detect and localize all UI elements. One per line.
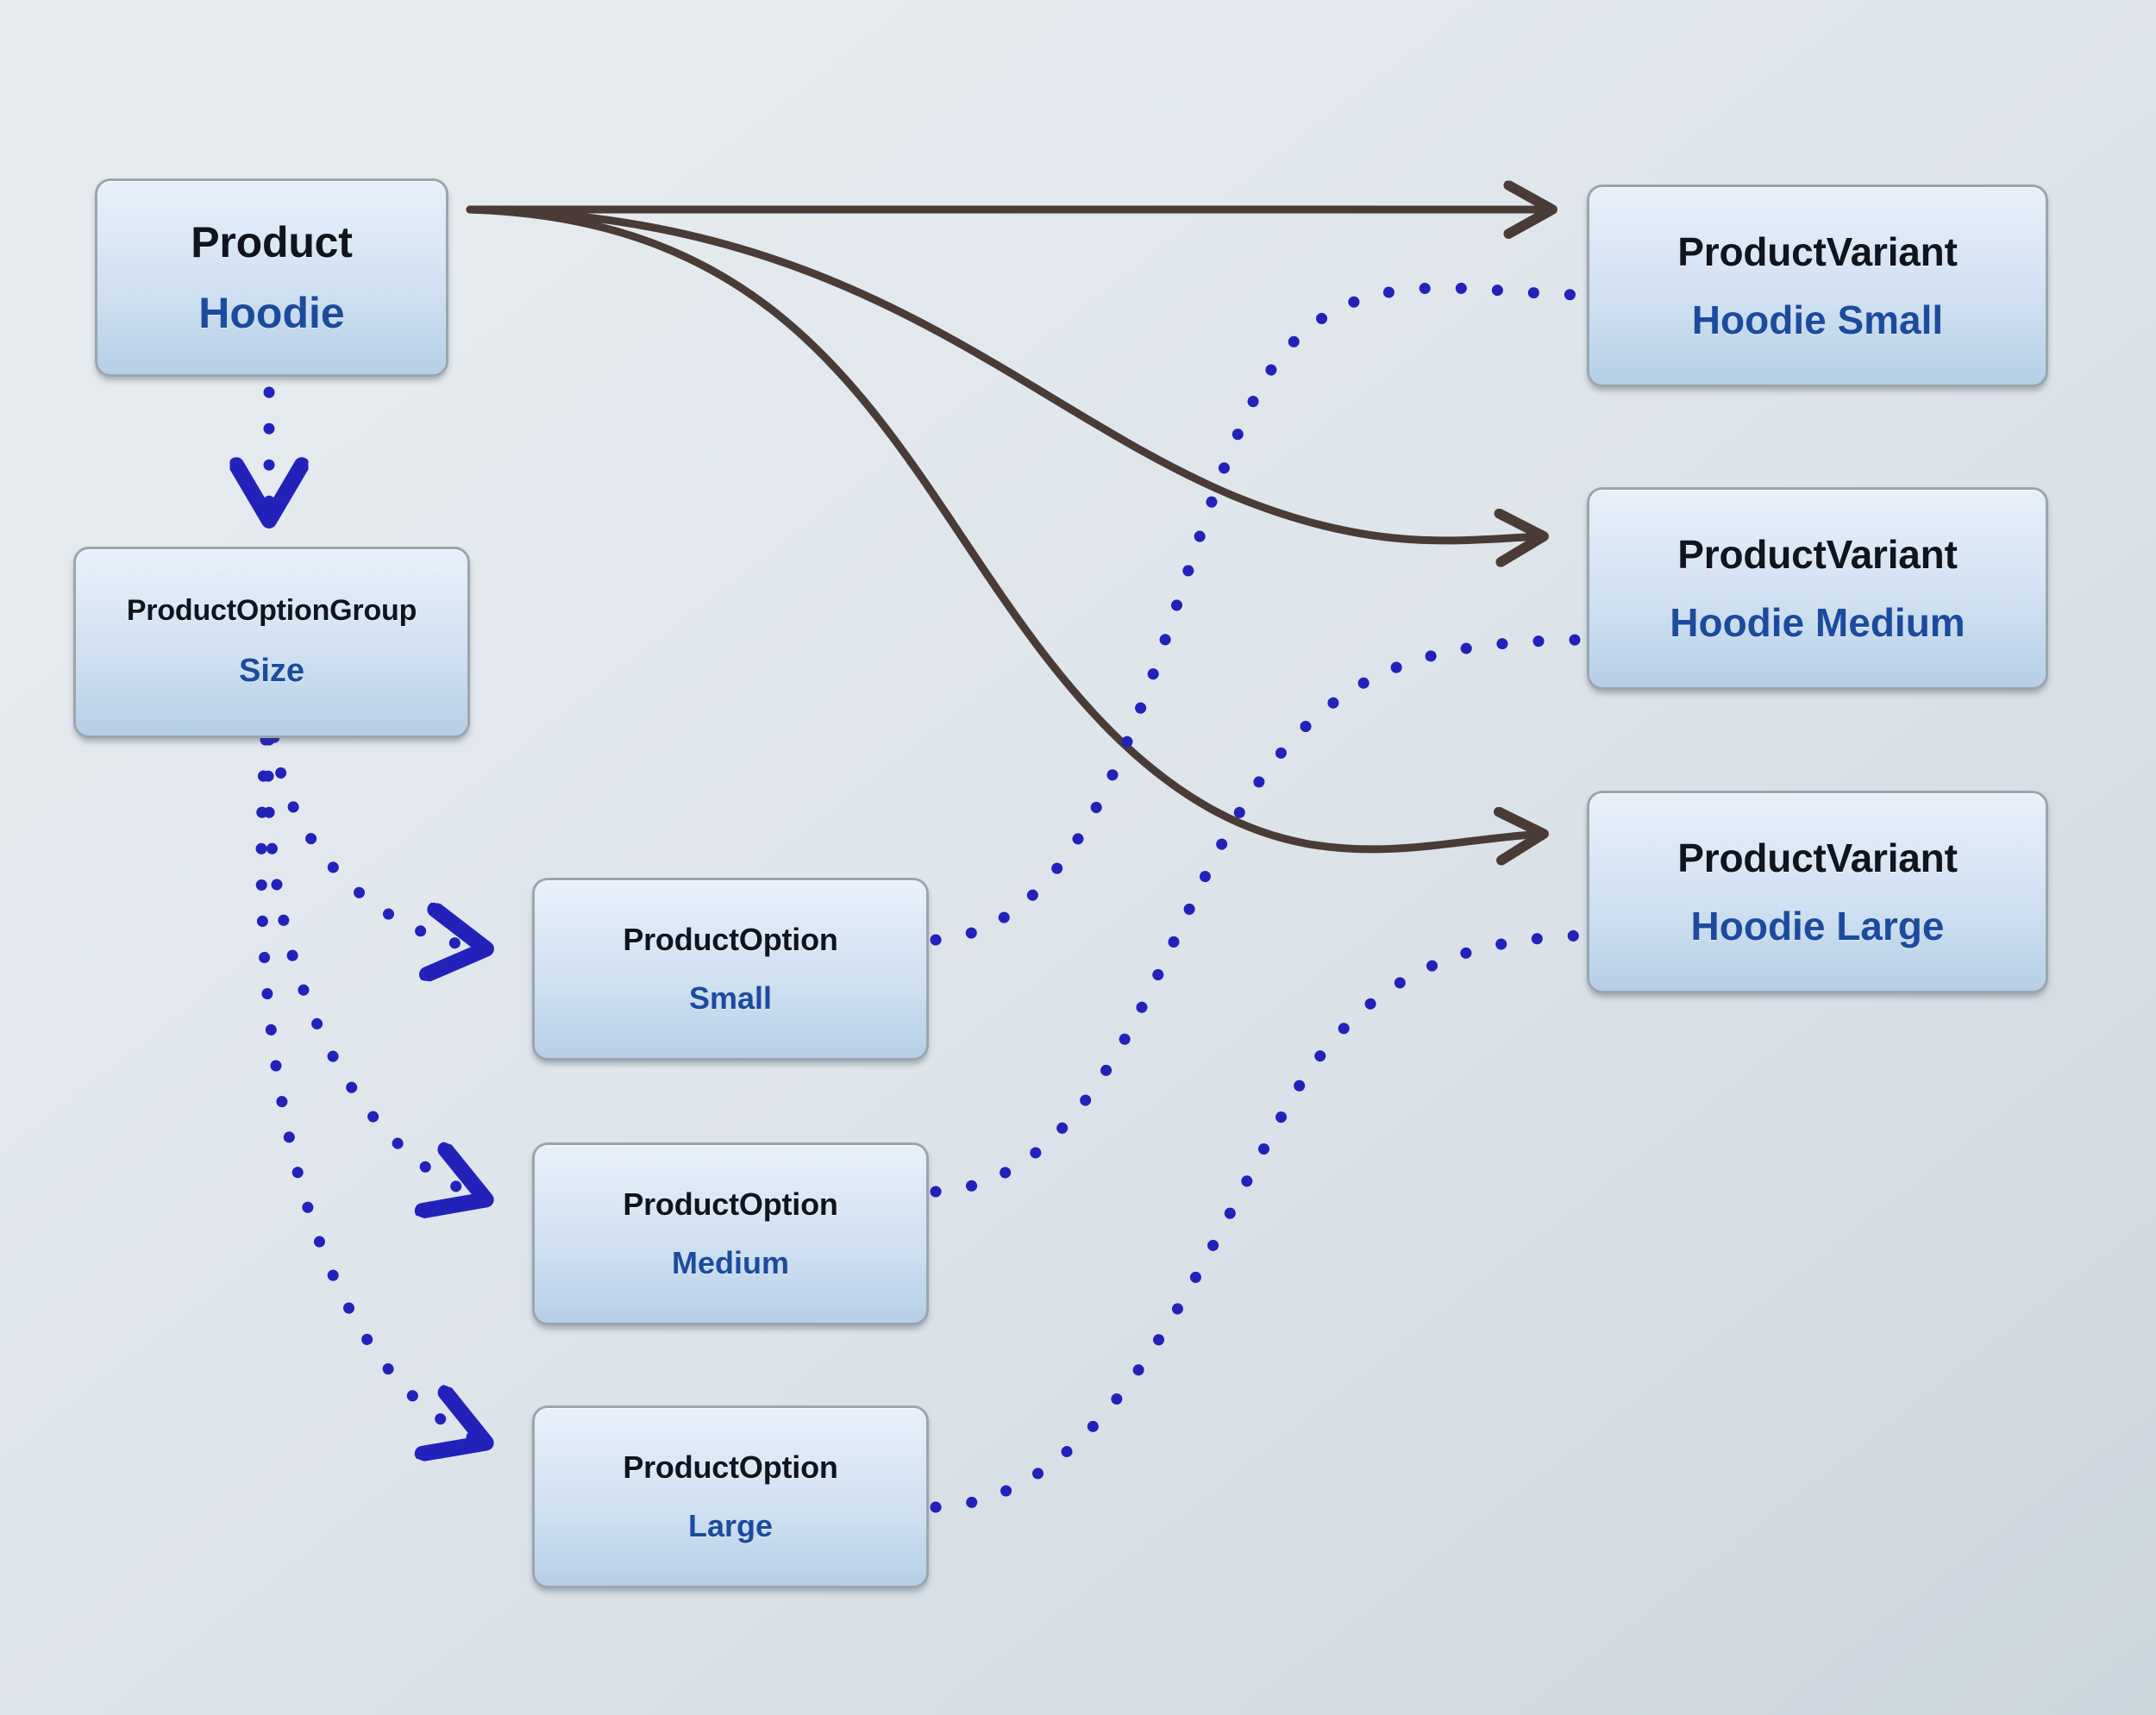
node-option-small[interactable]: ProductOption Small bbox=[532, 878, 929, 1061]
node-variant-medium-title: ProductVariant bbox=[1677, 532, 1958, 578]
edge-group-to-option-medium bbox=[262, 734, 483, 1199]
node-product-subtitle: Hoodie bbox=[198, 289, 345, 337]
node-option-large-title: ProductOption bbox=[623, 1449, 838, 1486]
node-option-large-subtitle: Large bbox=[687, 1508, 774, 1543]
edge-option-large-to-variant-large bbox=[930, 929, 1586, 1513]
node-option-small-title: ProductOption bbox=[623, 922, 838, 958]
node-option-group-size[interactable]: ProductOptionGroup Size bbox=[73, 547, 470, 738]
node-option-group-subtitle: Size bbox=[238, 652, 305, 689]
node-variant-small-title: ProductVariant bbox=[1677, 229, 1958, 275]
edge-product-to-variant-large bbox=[466, 205, 1544, 849]
node-variant-medium-subtitle: Hoodie Medium bbox=[1670, 599, 1965, 645]
node-variant-hoodie-small[interactable]: ProductVariant Hoodie Small bbox=[1587, 185, 2048, 387]
node-variant-large-title: ProductVariant bbox=[1677, 836, 1958, 881]
node-product-title: Product bbox=[191, 217, 353, 266]
solid-edges bbox=[466, 205, 1552, 849]
edge-group-to-option-small bbox=[268, 731, 483, 948]
edge-option-medium-to-variant-medium bbox=[930, 634, 1586, 1198]
node-option-small-subtitle: Small bbox=[688, 980, 773, 1016]
node-option-large[interactable]: ProductOption Large bbox=[532, 1405, 929, 1588]
node-variant-large-subtitle: Hoodie Large bbox=[1690, 903, 1945, 948]
node-option-medium-subtitle: Medium bbox=[671, 1245, 789, 1280]
edge-product-to-variant-medium bbox=[466, 205, 1544, 541]
node-product[interactable]: Product Hoodie bbox=[95, 178, 448, 377]
edge-option-small-to-variant-small bbox=[930, 282, 1586, 946]
node-option-group-title: ProductOptionGroup bbox=[126, 594, 417, 628]
node-option-medium[interactable]: ProductOption Medium bbox=[532, 1142, 929, 1325]
edge-group-to-option-large bbox=[255, 734, 483, 1442]
node-variant-small-subtitle: Hoodie Small bbox=[1691, 297, 1944, 342]
node-option-medium-title: ProductOption bbox=[623, 1186, 838, 1223]
node-variant-hoodie-large[interactable]: ProductVariant Hoodie Large bbox=[1587, 791, 2048, 993]
node-variant-hoodie-medium[interactable]: ProductVariant Hoodie Medium bbox=[1587, 487, 2048, 690]
